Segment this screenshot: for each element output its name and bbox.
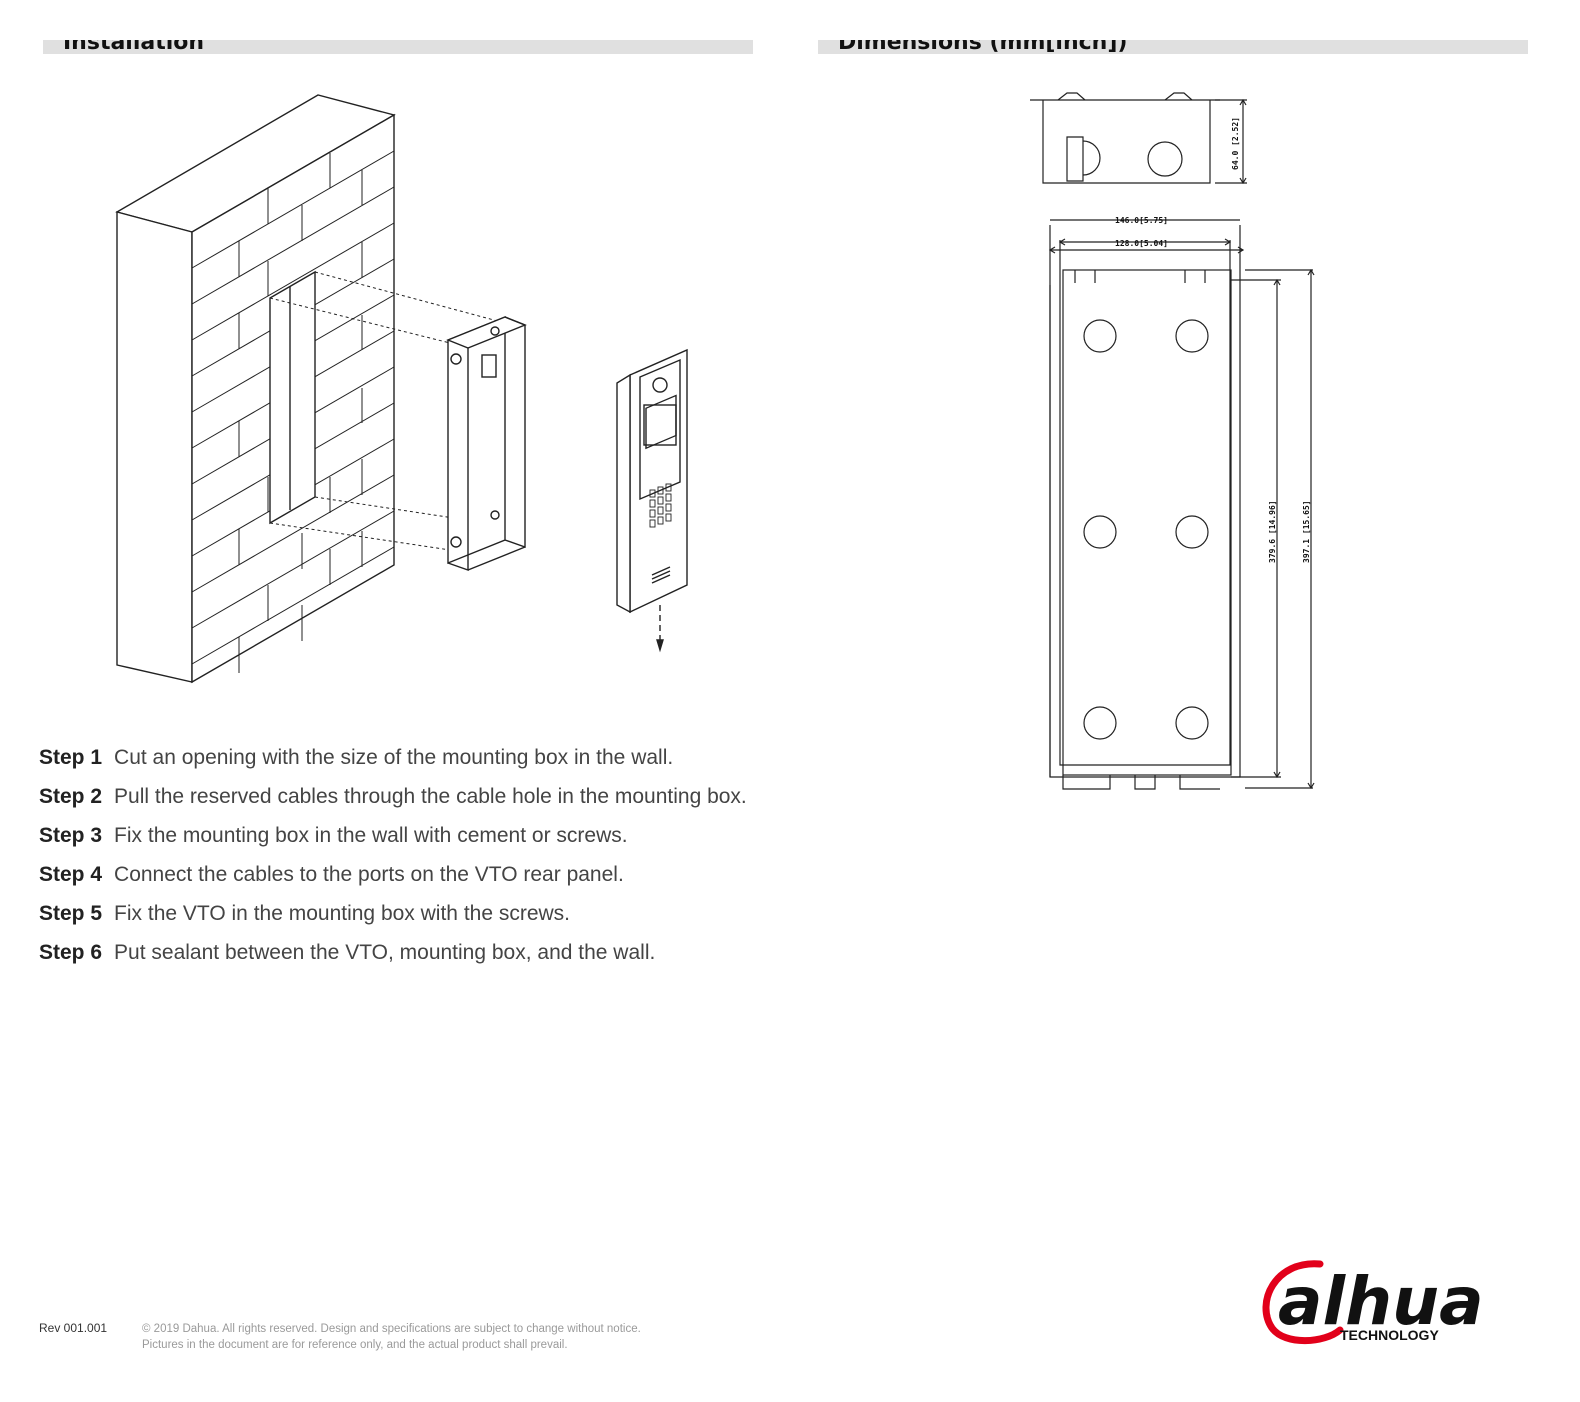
installation-title: Installation	[63, 40, 205, 54]
installation-diagram	[115, 94, 688, 684]
step-1-text: Cut an opening with the size of the moun…	[114, 746, 674, 769]
dimensions-diagram: 64.0 [2.52] 146.0[5.75] 128.0[5.04] 379.…	[1030, 92, 1315, 790]
dimensions-section-header: Dimensions (mm[inch])	[818, 40, 1528, 54]
step-5-text: Fix the VTO in the mounting box with the…	[114, 902, 571, 925]
dimension-inner-width-label: 128.0[5.04]	[1115, 239, 1168, 248]
step-6-text: Put sealant between the VTO, mounting bo…	[114, 941, 656, 964]
step-3-text: Fix the mounting box in the wall with ce…	[114, 824, 628, 847]
dahua-logo: alhua TECHNOLOGY	[1262, 1260, 1484, 1345]
installation-section-header: Installation	[43, 40, 753, 54]
dimensions-title: Dimensions (mm[inch])	[838, 40, 1128, 54]
step-1-label: Step 1	[39, 746, 103, 769]
step-5: Step 5 Fix the VTO in the mounting box wi…	[39, 894, 769, 933]
step-2-text: Pull the reserved cables through the cab…	[114, 785, 747, 808]
step-4-text: Connect the cables to the ports on the V…	[114, 863, 624, 886]
step-3: Step 3 Fix the mounting box in the wall w…	[39, 816, 769, 855]
step-2-label: Step 2	[39, 785, 103, 808]
step-6: Step 6 Put sealant between the VTO, mount…	[39, 933, 769, 972]
logo-tagline: TECHNOLOGY	[1340, 1327, 1439, 1343]
step-4: Step 4 Connect the cables to the ports on…	[39, 855, 769, 894]
installation-steps: Step 1 Cut an opening with the size of th…	[39, 738, 769, 972]
step-6-label: Step 6	[39, 941, 103, 964]
logo-brand-text: alhua	[1278, 1263, 1484, 1340]
copyright-notice: © 2019 Dahua. All rights reserved. Desig…	[142, 1321, 641, 1353]
copyright-line-2: Pictures in the document are for referen…	[142, 1339, 568, 1351]
revision-label: Rev 001.001	[39, 1321, 108, 1335]
step-2: Step 2 Pull the reserved cables through t…	[39, 777, 769, 816]
dimension-inner-height-label: 379.6 [14.96]	[1268, 500, 1277, 563]
dimension-outer-height-label: 397.1 [15.65]	[1302, 500, 1311, 563]
step-1: Step 1 Cut an opening with the size of th…	[39, 738, 769, 777]
copyright-line-1: © 2019 Dahua. All rights reserved. Desig…	[142, 1323, 641, 1335]
step-5-label: Step 5	[39, 902, 103, 925]
step-3-label: Step 3	[39, 824, 103, 847]
step-4-label: Step 4	[39, 863, 103, 886]
dimension-depth-label: 64.0 [2.52]	[1231, 117, 1240, 170]
logo-swoosh	[1262, 1260, 1344, 1345]
dimension-outer-width-label: 146.0[5.75]	[1115, 216, 1168, 225]
